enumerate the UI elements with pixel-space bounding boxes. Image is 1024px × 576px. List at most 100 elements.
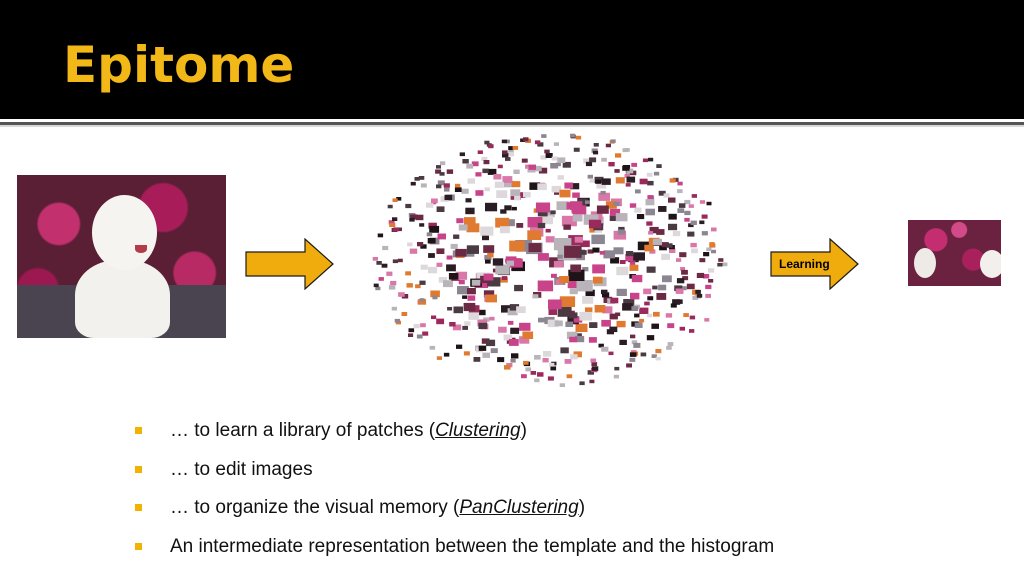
- image-patch: [553, 261, 564, 268]
- image-patch: [443, 183, 450, 188]
- image-patch: [534, 355, 541, 360]
- image-patch: [591, 234, 605, 245]
- image-patch: [658, 284, 667, 291]
- image-patch: [614, 169, 620, 173]
- image-patch: [410, 214, 418, 220]
- image-patch: [528, 243, 542, 252]
- image-patch: [648, 231, 654, 235]
- image-patch: [508, 146, 514, 151]
- epitome-white-patch: [980, 250, 1001, 278]
- image-patch: [566, 374, 573, 379]
- image-patch: [689, 329, 695, 333]
- image-patch: [622, 165, 630, 171]
- image-patch: [551, 185, 562, 193]
- image-patch: [655, 349, 662, 354]
- image-patch: [415, 284, 421, 289]
- image-patch: [656, 229, 665, 235]
- image-patch: [455, 248, 467, 257]
- image-patch: [575, 335, 585, 343]
- image-patch: [687, 231, 695, 237]
- image-patch: [396, 227, 402, 232]
- poodle-photo: [17, 175, 226, 338]
- image-patch: [579, 381, 585, 386]
- image-patch: [653, 311, 660, 317]
- image-patch: [665, 313, 673, 318]
- image-patch: [595, 179, 602, 184]
- image-patch: [504, 219, 515, 227]
- image-patch: [373, 283, 379, 288]
- image-patch: [426, 202, 434, 208]
- image-patch: [603, 250, 615, 259]
- image-patch: [649, 249, 656, 254]
- image-patch: [691, 194, 697, 198]
- image-patch: [582, 296, 594, 304]
- image-patch: [705, 293, 711, 298]
- image-patch: [506, 260, 514, 266]
- image-patch: [534, 140, 541, 145]
- image-patch: [616, 320, 626, 328]
- image-patch: [519, 322, 531, 331]
- image-patch: [549, 362, 555, 367]
- image-patch: [683, 313, 689, 317]
- image-patch: [589, 179, 595, 183]
- image-patch: [675, 288, 684, 294]
- image-patch: [484, 140, 490, 145]
- image-patch: [428, 222, 437, 229]
- image-patch: [376, 261, 382, 265]
- bullet-text: An intermediate representation between t…: [170, 535, 775, 557]
- learning-arrow: Learning: [770, 238, 859, 290]
- image-patch: [482, 168, 489, 174]
- image-patch: [633, 252, 645, 261]
- image-patch: [392, 259, 398, 264]
- image-patch: [429, 225, 440, 233]
- image-patch: [588, 337, 597, 343]
- image-patch: [507, 308, 518, 316]
- bullet-text: … to learn a library of patches (: [170, 420, 436, 441]
- image-patch: [615, 312, 621, 317]
- image-patch: [516, 223, 524, 228]
- image-patch: [444, 194, 453, 201]
- image-patch: [686, 283, 695, 290]
- image-patch: [704, 318, 710, 322]
- image-patch: [419, 298, 425, 302]
- image-patch: [667, 342, 674, 347]
- image-patch: [718, 258, 724, 262]
- image-patch: [548, 309, 557, 315]
- image-patch: [453, 234, 460, 239]
- image-patch: [587, 174, 593, 179]
- image-patch: [538, 167, 548, 174]
- image-patch: [437, 233, 446, 240]
- image-patch: [563, 224, 571, 230]
- image-patch: [626, 363, 632, 368]
- image-patch: [446, 255, 453, 260]
- image-patch: [666, 243, 673, 248]
- image-patch: [655, 356, 661, 361]
- image-patch: [525, 164, 532, 169]
- poodle-body: [75, 260, 170, 338]
- image-patch: [569, 312, 578, 319]
- image-patch: [703, 252, 710, 257]
- image-patch: [420, 244, 427, 249]
- bullet-item: … to organize the visual memory (PanClus…: [135, 495, 774, 534]
- image-patch: [501, 305, 512, 313]
- image-patch: [550, 366, 557, 371]
- image-patch: [550, 163, 559, 169]
- image-patch: [409, 248, 418, 254]
- image-patch: [560, 347, 569, 354]
- image-patch: [436, 165, 441, 169]
- image-patch: [439, 172, 445, 176]
- image-patch: [447, 307, 453, 311]
- image-patch: [483, 290, 495, 298]
- image-patch: [493, 174, 502, 180]
- image-patch: [585, 161, 593, 167]
- image-patch: [658, 206, 667, 212]
- image-patch: [677, 208, 685, 213]
- image-patch: [483, 245, 495, 253]
- image-patch: [498, 326, 507, 333]
- image-patch: [615, 153, 622, 158]
- image-patch: [418, 176, 425, 180]
- image-patch: [569, 288, 578, 295]
- image-patch: [468, 312, 480, 320]
- image-patch: [438, 277, 448, 283]
- image-patch: [651, 354, 657, 358]
